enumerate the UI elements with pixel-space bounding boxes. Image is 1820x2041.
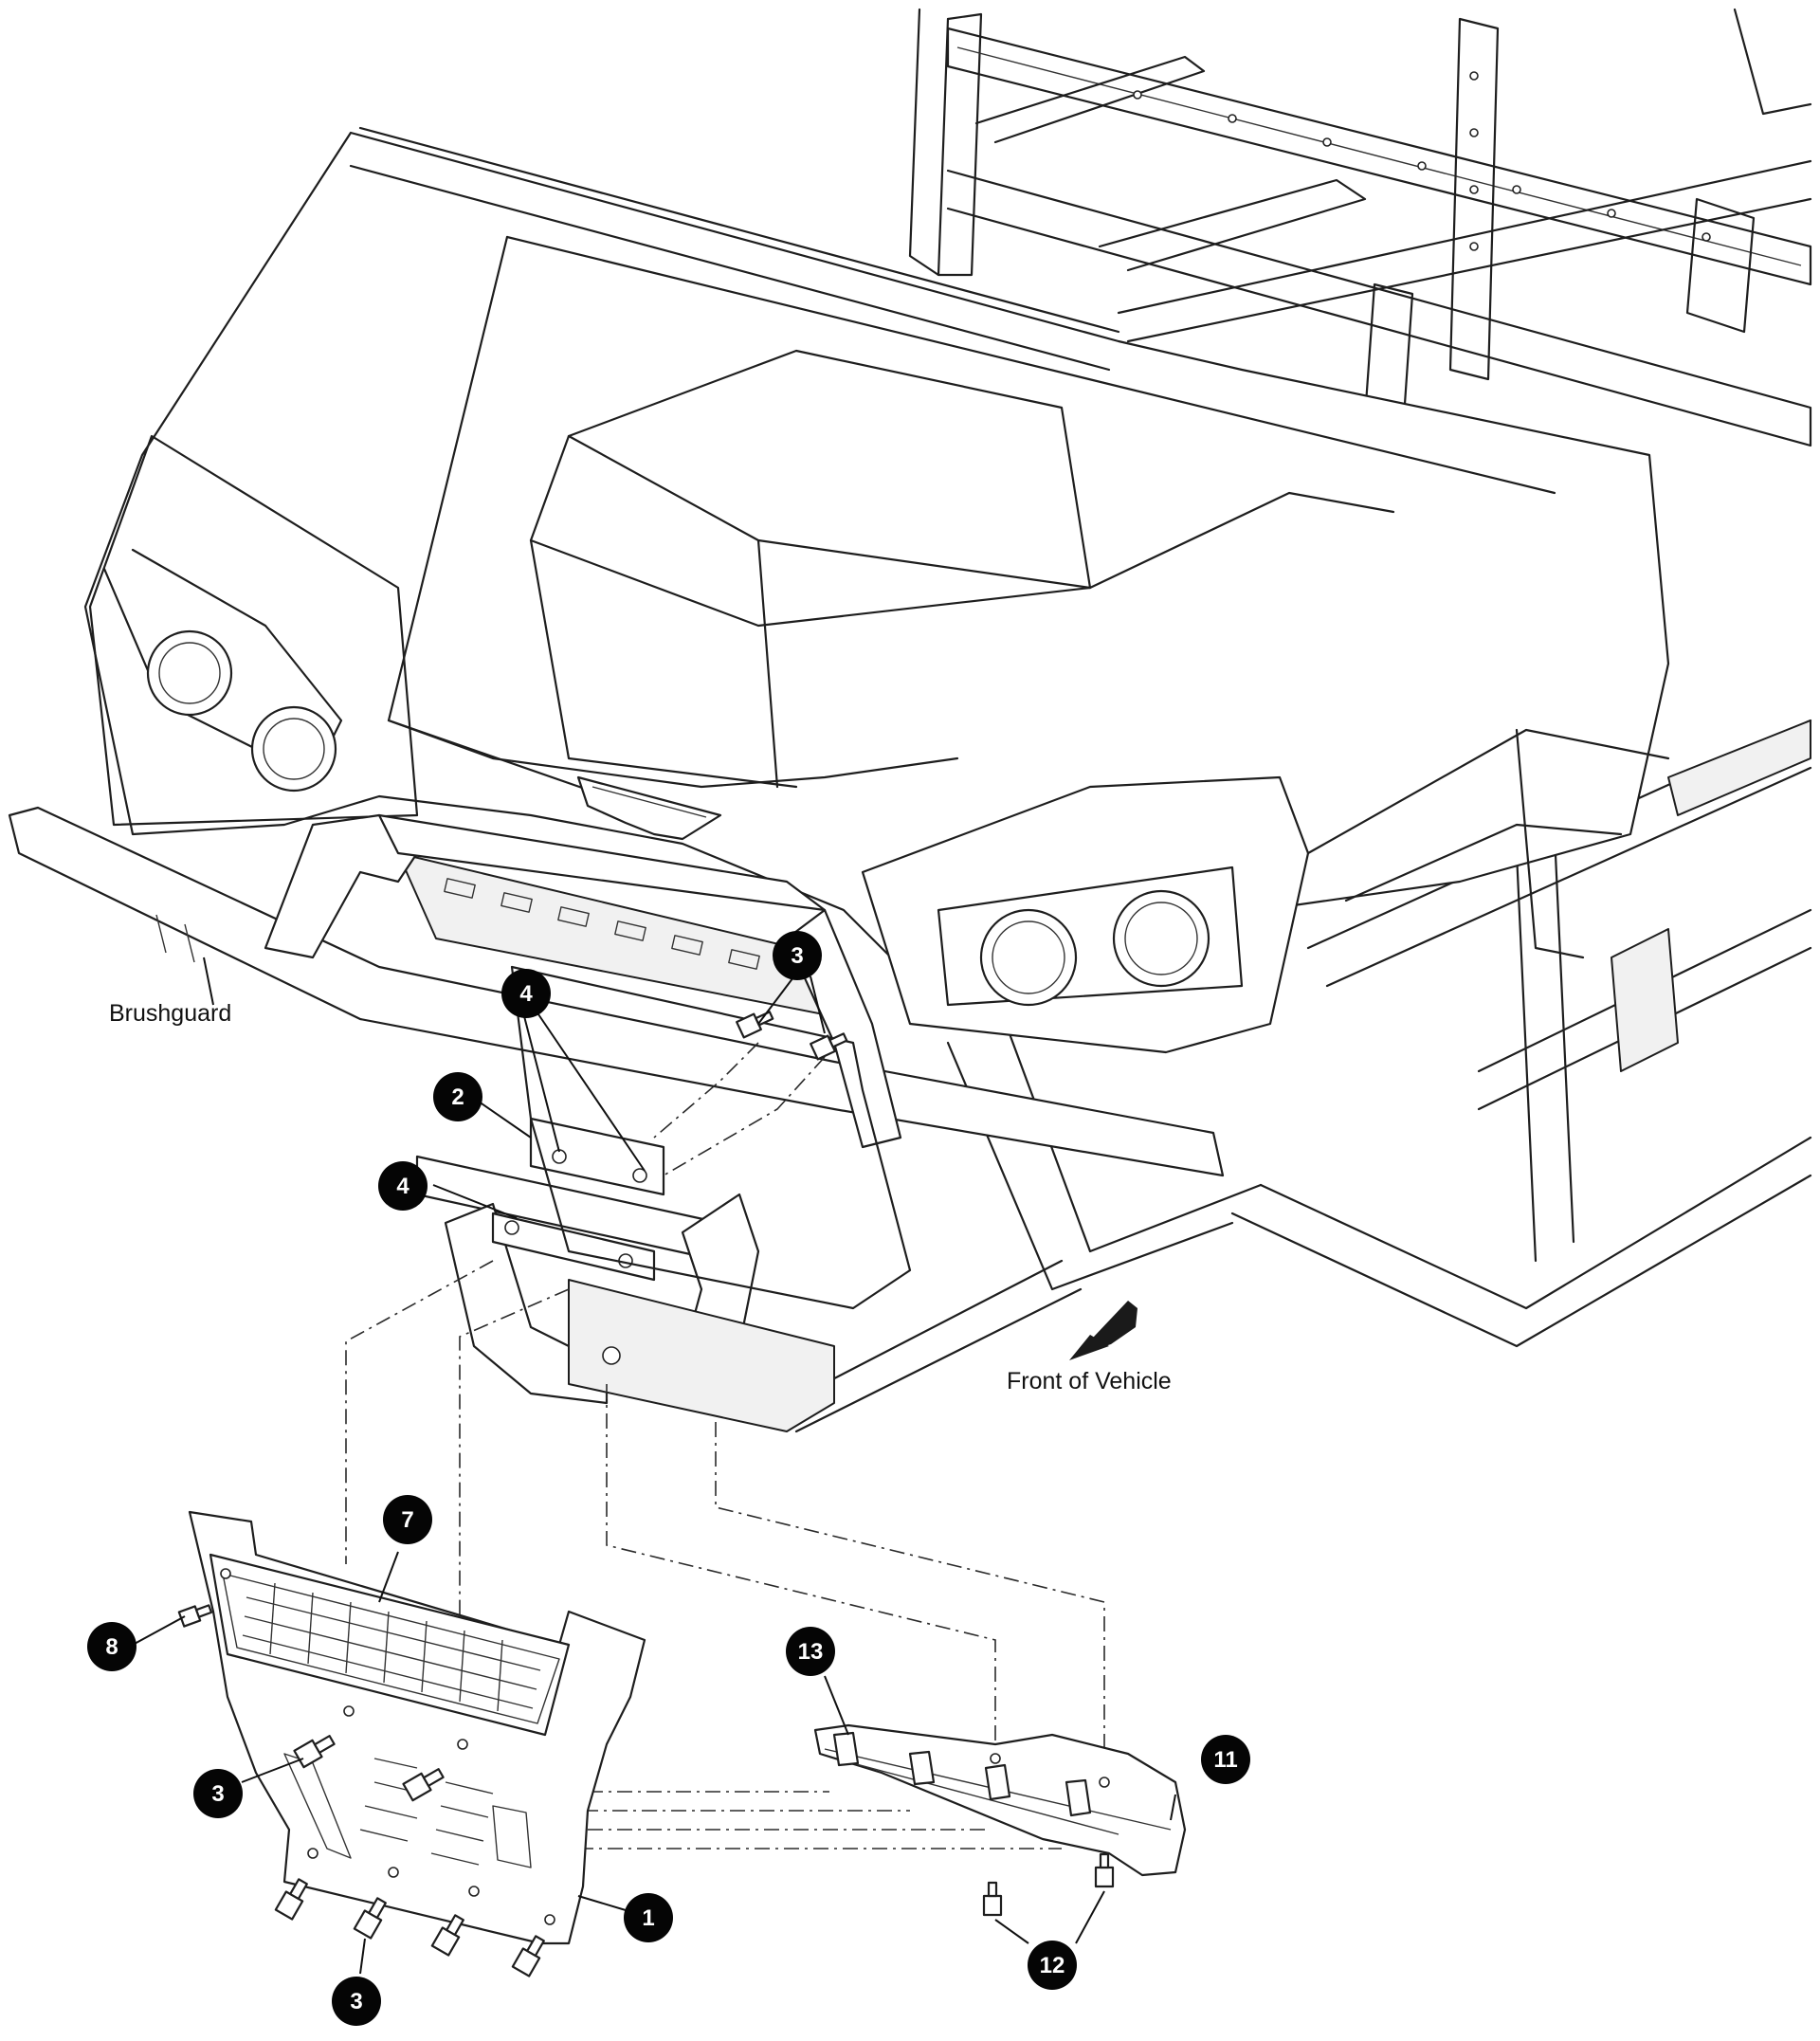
- callout-3-top: 3: [773, 931, 822, 980]
- bolt-icon: [177, 1604, 213, 1628]
- assembly-lines: [345, 1042, 1105, 1858]
- svg-text:1: 1: [642, 1905, 654, 1931]
- bolt-icon: [982, 1881, 1003, 1917]
- bolt-icon: [402, 1768, 445, 1802]
- svg-text:13: 13: [798, 1639, 824, 1665]
- rail-holes: [1133, 71, 1711, 251]
- svg-text:3: 3: [791, 943, 803, 969]
- bolt-icon: [1094, 1852, 1115, 1888]
- bolt-icon: [511, 1935, 545, 1977]
- lower-guard: [813, 1723, 1187, 1877]
- leader-lines: [132, 957, 1176, 1975]
- bolt-icon: [810, 1032, 848, 1061]
- grille-slots: [444, 878, 760, 970]
- bolt-icon: [353, 1897, 387, 1940]
- callout-2: 2: [433, 1072, 482, 1121]
- bolt-icon: [293, 1735, 336, 1769]
- svg-text:4: 4: [396, 1174, 410, 1199]
- grille-mesh: [242, 1582, 541, 1712]
- guard-tabs: [832, 1731, 1092, 1817]
- svg-text:2: 2: [451, 1084, 464, 1110]
- grille-screen: [209, 1553, 571, 1737]
- callout-3-bottom: 3: [332, 1977, 381, 2026]
- callout-3-left: 3: [193, 1769, 243, 1818]
- svg-text:12: 12: [1040, 1953, 1065, 1978]
- front-hood: [83, 126, 1670, 1054]
- callout-12: 12: [1028, 1941, 1077, 1990]
- bolt-icon: [736, 1011, 774, 1039]
- svg-text:8: 8: [105, 1634, 118, 1660]
- callout-8: 8: [87, 1622, 136, 1671]
- bolt-icon: [430, 1914, 464, 1957]
- svg-text:3: 3: [350, 1989, 362, 2014]
- callout-4-left: 4: [378, 1161, 428, 1211]
- svg-text:3: 3: [211, 1781, 224, 1807]
- bolt-icon: [274, 1878, 308, 1921]
- callout-4-top: 4: [501, 969, 551, 1018]
- brushguard-label: Brushguard: [109, 1000, 231, 1027]
- front-of-vehicle-label: Front of Vehicle: [1007, 1368, 1172, 1394]
- callout-11: 11: [1201, 1735, 1250, 1784]
- svg-text:4: 4: [519, 981, 533, 1007]
- chassis-frame: [785, 8, 1812, 1433]
- bolts: [177, 1011, 1115, 1977]
- svg-text:7: 7: [401, 1507, 413, 1533]
- svg-text:11: 11: [1213, 1747, 1237, 1773]
- mounting-brackets: [491, 965, 912, 1432]
- front-arrow-icon: [1069, 1301, 1138, 1360]
- callout-1: 1: [624, 1893, 673, 1942]
- callout-13: 13: [786, 1627, 835, 1676]
- callout-7: 7: [383, 1495, 432, 1544]
